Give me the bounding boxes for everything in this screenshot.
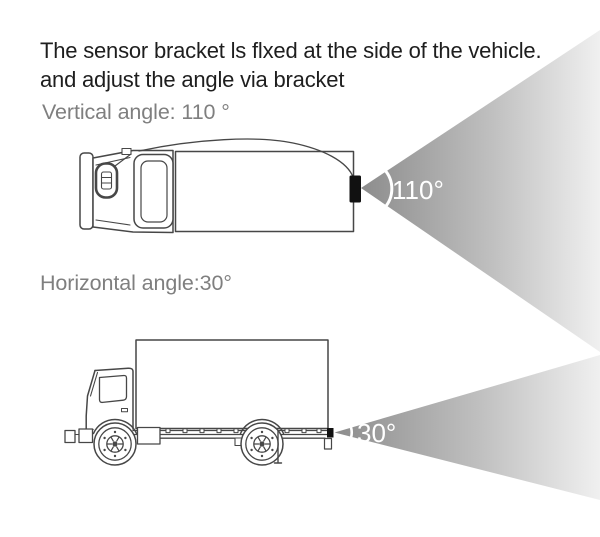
vertical-angle-caption: Vertical angle: 110 ° (42, 100, 230, 124)
door-handle (121, 408, 128, 413)
cab-side-view (94, 367, 134, 430)
vertical-angle-arc (383, 169, 394, 209)
rear-fender-arch (239, 418, 285, 435)
vertical-angle-value: 110° (392, 175, 444, 205)
truck-side-view-illustration (64, 339, 333, 466)
steering-wheel-icon (94, 162, 119, 199)
cab-window (98, 374, 128, 404)
tool-box (136, 426, 161, 445)
chassis-rails (132, 429, 328, 439)
front-fender-arch (92, 418, 138, 435)
rear-wheel (240, 422, 284, 466)
sensor-top-view (349, 175, 361, 203)
cargo-box-side-view (135, 339, 329, 430)
mud-flap (273, 430, 283, 464)
cargo-box-top-view (174, 150, 355, 233)
title-line-2: and adjust the angle via bracket (40, 67, 345, 92)
rear-mud-flap (323, 437, 333, 450)
truck-top-view-illustration (79, 138, 355, 234)
vertical-beam-cone (361, 30, 600, 352)
cable-curve (138, 138, 355, 179)
horizontal-angle-value: 30° (357, 418, 396, 448)
horizontal-angle-arc (347, 421, 353, 444)
front-bumper-top-view (79, 152, 94, 230)
title-line-1: The sensor bracket ls flxed at the side … (40, 38, 542, 63)
horizontal-angle-caption: Horizontal angle:30° (40, 271, 232, 295)
sensor-side-view (327, 428, 334, 438)
horizontal-beam-cone (334, 355, 600, 500)
front-wheel (93, 422, 137, 466)
front-step (78, 428, 94, 444)
